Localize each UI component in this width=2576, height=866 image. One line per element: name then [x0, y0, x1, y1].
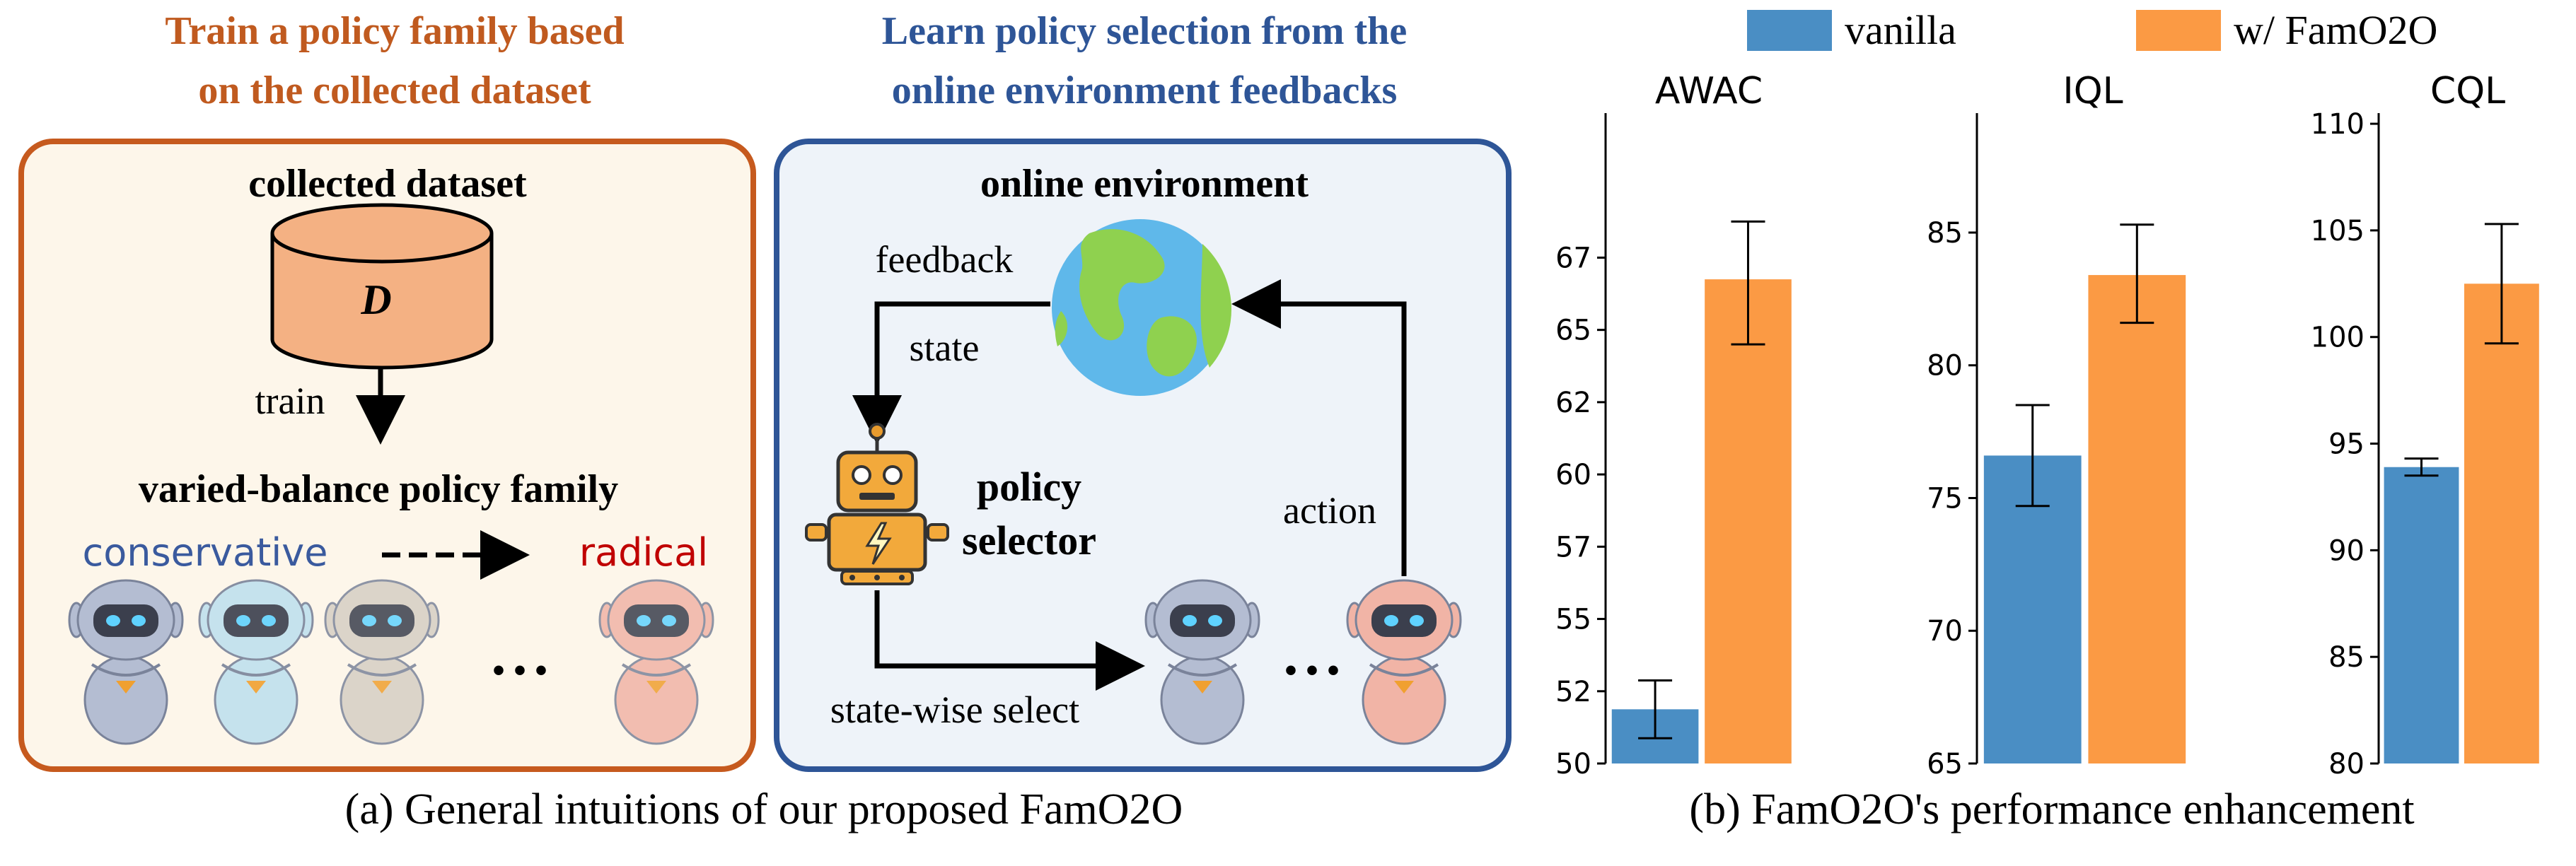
y-tick-label: 110 — [2311, 108, 2365, 141]
feedback-label: feedback — [876, 238, 1014, 281]
policy-family-title: varied-balance policy family — [139, 467, 618, 511]
state-wise-select-label: state-wise select — [830, 689, 1079, 731]
panel-policy-selection — [774, 139, 1512, 772]
legend-label-famo2o: w/ FamO2O — [2234, 7, 2437, 53]
error-bar — [2120, 223, 2154, 324]
y-tick-label: 80 — [2328, 748, 2365, 780]
y-tick-label: 52 — [1555, 676, 1591, 708]
bar-famo2o — [2464, 283, 2539, 763]
policy-selector-label-line1: policy — [977, 464, 1081, 510]
y-tick-label: 50 — [1555, 748, 1591, 780]
y-tick-label: 65 — [1927, 748, 1963, 780]
legend-swatch-famo2o — [2136, 10, 2221, 51]
caption-a: (a) General intuitions of our proposed F… — [344, 785, 1183, 833]
chart-legend: vanilla w/ FamO2O — [1747, 7, 2437, 53]
train-label: train — [255, 380, 325, 422]
bar-chart-awac: AWAC 50 52 55 57 60 62 65 67 — [1555, 70, 1792, 780]
heading-learn-line2: online environment feedbacks — [892, 69, 1398, 112]
online-environment-title: online environment — [980, 162, 1309, 206]
policy-robot-icon-2 — [198, 579, 314, 745]
bar-vanilla — [2384, 467, 2459, 763]
database-symbol: D — [360, 276, 391, 323]
error-bar — [2484, 223, 2519, 345]
error-bar — [1638, 679, 1673, 739]
error-bar — [2404, 457, 2439, 477]
y-tick-label: 65 — [1555, 315, 1591, 347]
y-tick-label: 70 — [1927, 615, 1963, 648]
y-tick-label: 85 — [1927, 217, 1963, 250]
y-tick-label: 100 — [2311, 322, 2365, 354]
action-arrow — [1231, 279, 1407, 576]
y-tick-label: 95 — [2328, 428, 2365, 461]
y-tick-label: 85 — [2328, 641, 2365, 674]
y-tick-label: 90 — [2328, 534, 2365, 567]
y-tick-label: 57 — [1555, 531, 1591, 563]
policy-robot-icon-3 — [324, 579, 440, 745]
chart-title: IQL — [2062, 70, 2123, 112]
y-tick-label: 75 — [1927, 482, 1963, 515]
earth-icon — [1052, 219, 1232, 396]
policy-family-diagram: Train a policy family based on the colle… — [18, 9, 1512, 772]
y-tick-label: 105 — [2311, 215, 2365, 247]
policy-robot-icon-radical — [598, 579, 714, 745]
policy-ellipsis-1: • • • — [492, 650, 547, 690]
select-arrow — [874, 590, 1145, 691]
bar-chart-cql: CQL 80 85 90 95 100 105 110 — [2311, 70, 2539, 780]
conservative-label: conservative — [83, 530, 328, 575]
feedback-arrow — [852, 301, 1050, 445]
radical-label: radical — [579, 530, 708, 575]
bar-famo2o — [1705, 279, 1792, 764]
performance-bar-charts: vanilla w/ FamO2O AWAC 50 52 55 57 60 62 65 67 IQ… — [1555, 7, 2539, 780]
y-tick-label: 60 — [1555, 459, 1591, 491]
y-tick-label: 55 — [1555, 604, 1591, 636]
y-tick-label: 80 — [1927, 350, 1963, 382]
policy-robot-icon-conservative — [68, 579, 184, 745]
bar-famo2o — [2088, 275, 2186, 763]
y-tick-label: 62 — [1555, 387, 1591, 419]
database-icon — [270, 203, 494, 370]
selected-robot-icon-conservative — [1144, 579, 1260, 745]
selected-robot-icon-radical — [1346, 579, 1462, 745]
action-label: action — [1283, 489, 1376, 532]
y-tick-label: 67 — [1555, 242, 1591, 274]
legend-swatch-vanilla — [1747, 10, 1832, 51]
error-bar — [2015, 404, 2050, 508]
chart-title: AWAC — [1655, 70, 1763, 112]
state-label: state — [910, 327, 980, 369]
heading-train-line2: on the collected dataset — [198, 69, 591, 112]
legend-label-vanilla: vanilla — [1845, 7, 1956, 53]
collected-dataset-title: collected dataset — [248, 162, 527, 206]
caption-b: (b) FamO2O's performance enhancement — [1689, 785, 2415, 833]
heading-learn-line1: Learn policy selection from the — [882, 9, 1407, 53]
chart-title: CQL — [2430, 70, 2505, 112]
policy-selector-robot-icon — [805, 423, 949, 585]
policy-ellipsis-2: • • • — [1284, 650, 1340, 690]
heading-train-line1: Train a policy family based — [165, 9, 624, 53]
bar-chart-iql: IQL 65 70 75 80 85 — [1927, 70, 2186, 780]
policy-selector-label-line2: selector — [962, 517, 1096, 563]
error-bar — [1731, 220, 1765, 346]
